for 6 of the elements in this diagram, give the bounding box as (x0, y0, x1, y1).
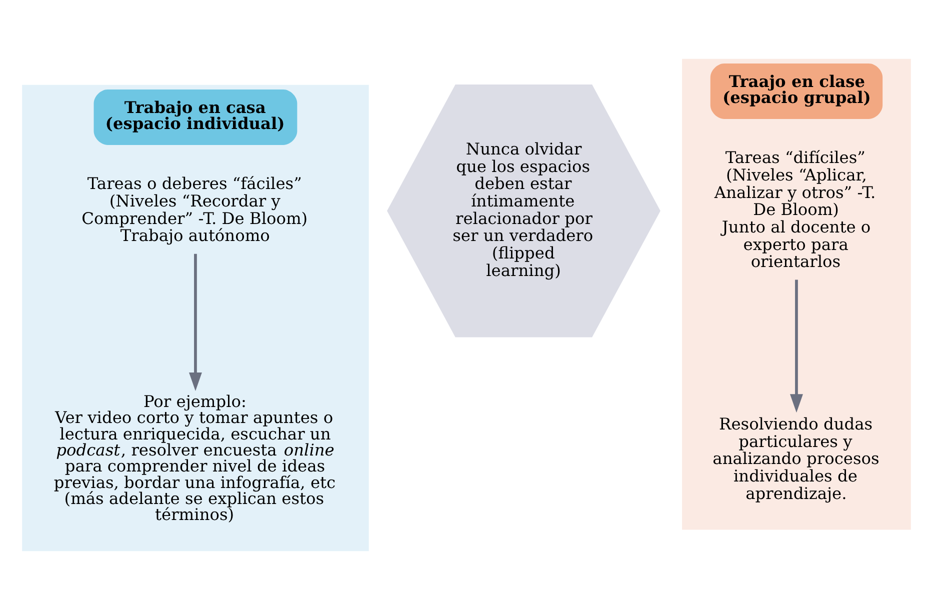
arrow (188, 253, 202, 390)
node-text: Por ejemplo: Ver video corto y tomar apuntes o lectura enriquecida, escuchar un podcast, resolver encuesta online para comprender nivel de ideas previas, bordar una infografía, etc (más adelante se explican estos términos) (54, 391, 336, 524)
node-text: Tareas o deberes “fáciles” (Niveles “Recordar y Comprender” -T. De Bloom) Trabajo autónomo (82, 174, 308, 245)
node-text: Tareas “difíciles” (Niveles “Aplicar, Analizar y otros” -T. De Bloom) Junto al docente o experto para orientarlos (714, 148, 876, 271)
node-text: Resolviendo dudas particulares y analizando procesos individuales de aprendizaje. (712, 414, 880, 502)
arrow (790, 279, 803, 412)
